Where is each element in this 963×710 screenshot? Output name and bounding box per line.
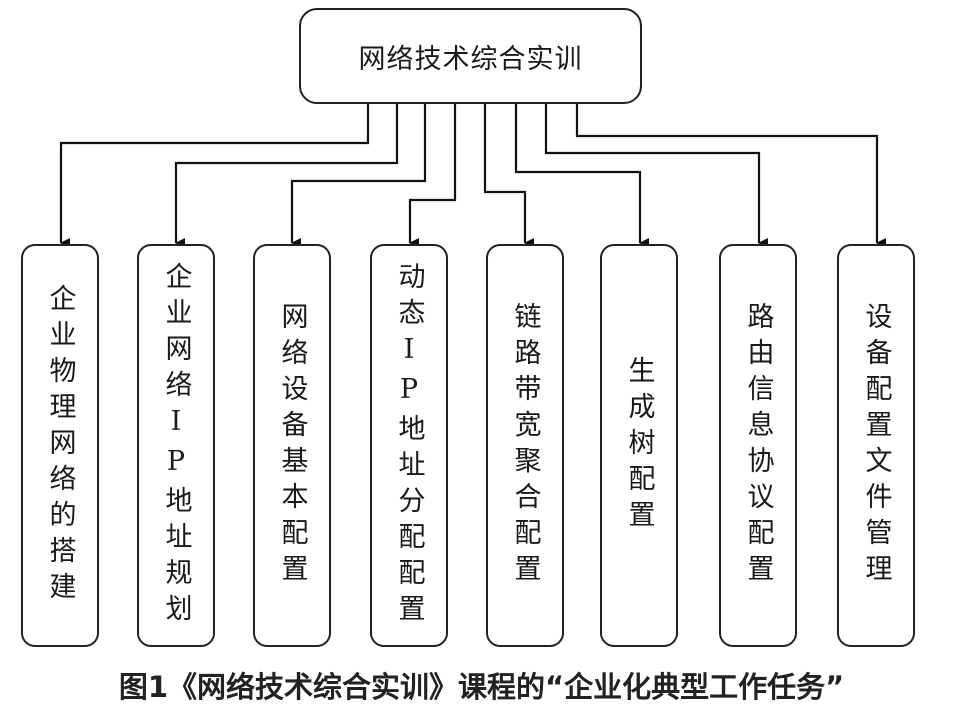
task-label: 设备配置文件管理 (860, 301, 892, 590)
connector-arrow-3 (290, 104, 427, 248)
task-label: 企业物理网络的搭建 (44, 283, 76, 608)
task-label: 路由信息协议配置 (742, 301, 774, 590)
connector-arrow-1 (59, 104, 370, 248)
task-label: 生成树配置 (623, 355, 655, 536)
connector-arrow-4 (408, 104, 457, 248)
root-node-label: 网络技术综合实训 (358, 43, 583, 75)
task-box-device-basic-config: 网络设备基本配置 (253, 244, 331, 647)
connector-arrow-2 (174, 104, 399, 248)
task-box-config-file-mgmt: 设备配置文件管理 (837, 244, 915, 647)
task-box-rip-config: 路由信息协议配置 (719, 244, 797, 647)
task-box-dhcp-config: 动态IP地址分配配置 (370, 244, 448, 647)
connector-arrow-5 (483, 104, 534, 248)
connector-arrow-7 (544, 104, 768, 248)
task-box-spanning-tree: 生成树配置 (600, 244, 678, 647)
task-label: 网络设备基本配置 (276, 301, 308, 590)
task-label: 链路带宽聚合配置 (509, 301, 541, 590)
task-box-link-aggregation: 链路带宽聚合配置 (486, 244, 564, 647)
connector-arrow-6 (514, 104, 649, 248)
task-label: 企业网络IP地址规划 (160, 261, 192, 630)
task-box-physical-network: 企业物理网络的搭建 (21, 244, 99, 647)
task-box-ip-planning: 企业网络IP地址规划 (137, 244, 215, 647)
root-node: 网络技术综合实训 (299, 8, 642, 104)
task-label: 动态IP地址分配配置 (393, 261, 425, 630)
figure-caption: 图1《网络技术综合实训》课程的“企业化典型工作任务” (118, 670, 845, 704)
connector-arrow-8 (575, 104, 886, 248)
